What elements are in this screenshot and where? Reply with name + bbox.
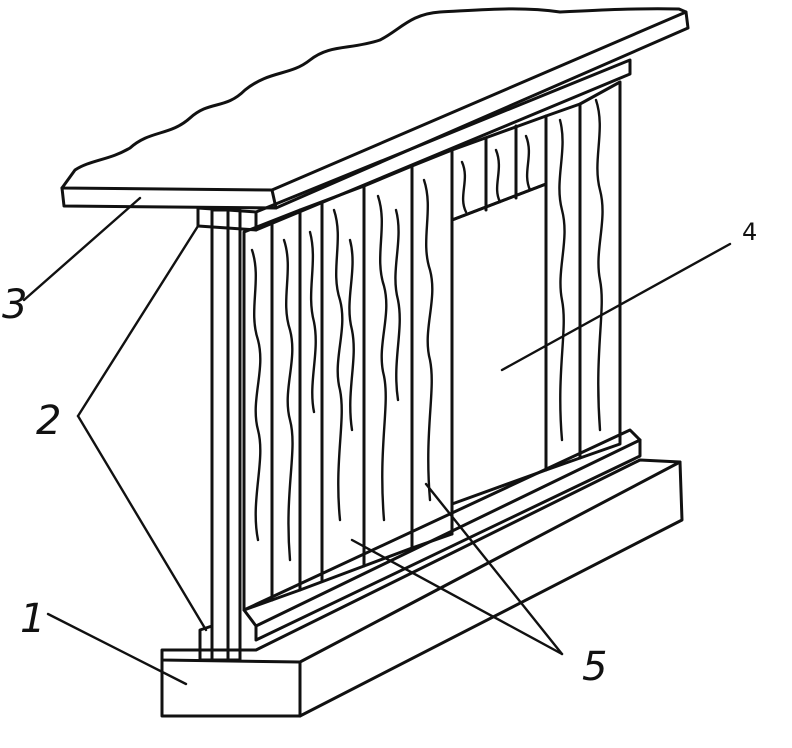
foundation-beam [160,458,684,718]
callout-1: 1 [20,596,45,642]
sill-plate [242,428,642,642]
wood-grain [250,98,604,562]
top-plate [196,58,632,232]
leader-lines [22,196,732,686]
callout-3: 3 [2,282,27,328]
callout-2: 2 [36,398,61,444]
post-base [198,624,214,662]
top-slab [60,7,690,210]
callout-4: 4 [742,218,757,246]
corner-post [210,208,242,662]
callout-5: 5 [582,644,607,690]
window-opening [450,182,548,506]
